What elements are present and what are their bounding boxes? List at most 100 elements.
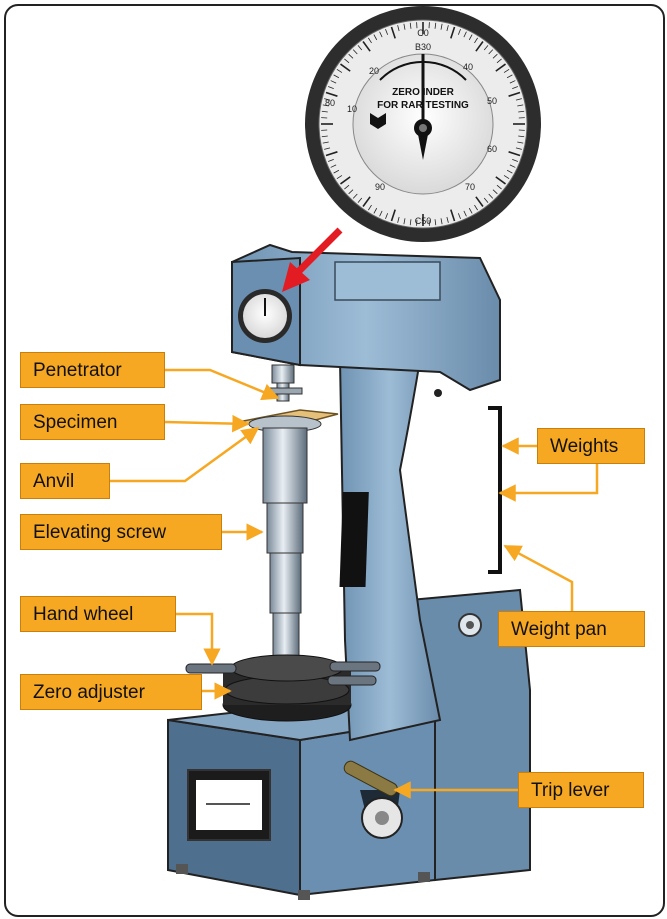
dial-tick [362,196,371,207]
label-hand-wheel: Hand wheel [20,596,176,632]
dial-tick [512,158,518,162]
dial-number-10: 10 [347,104,357,114]
dial-tick [403,218,406,225]
dial-tick [340,63,351,72]
weight-hanger [488,406,502,574]
dial-tick [434,22,437,29]
dial-tick [506,169,513,174]
leader-lines [110,368,599,799]
dial-tick [512,86,518,90]
dial-tick [352,49,358,55]
dial-tick [495,63,506,72]
dial-tick [390,26,396,39]
dial-tick [468,34,473,41]
label-elevating-screw: Elevating screw [20,514,222,550]
dial-tick [379,210,383,217]
dial-number-40: 40 [463,62,473,72]
dial-tick [457,213,461,219]
label-trip-lever: Trip lever [518,772,644,808]
dial-tick [352,193,358,199]
dial-tick [322,141,329,144]
dial-c0-label: C0 [417,28,429,38]
label-specimen: Specimen [20,404,165,440]
dial-tick [503,69,510,73]
dial-tick [509,80,516,84]
dial-tick [409,219,412,226]
dial-tick [379,31,383,38]
dial-tick [409,22,412,29]
dial-tick [474,37,478,44]
dial-tick [468,207,473,214]
penetrator-assembly [265,364,303,402]
dial-b30-label: B30 [415,42,431,52]
dial-tick [357,197,363,203]
lower-body [409,588,531,882]
dial-tick [518,110,525,113]
dial-tick [324,147,331,150]
dial-tick [450,26,456,39]
dial-tick [321,135,328,138]
dial-tick [336,69,343,73]
elevating-screw-column [262,427,308,662]
dial-tick [325,151,338,157]
dial-number-50: 50 [487,96,497,106]
dial-tick [328,158,334,162]
dial-tick [397,216,400,223]
dial-tick [496,184,502,190]
dial-tick [488,193,494,199]
dial-tick [368,204,372,211]
dial-tick [517,141,524,144]
dial-tick [440,218,443,225]
dial-tick [446,25,449,32]
dial-c50-label: C50 [415,216,432,226]
dial-tick [434,219,437,226]
dial-gauge-enlarged: ZERO INDER FOR RAR TESTING C0 B30 C50 10… [305,6,541,242]
dial-tick [324,98,331,101]
dial-tick [475,196,484,207]
dial-tick [517,104,524,107]
dial-tick [344,184,350,190]
dial-tick [373,34,378,41]
dial-tick [390,209,396,222]
label-weight-pan: Weight pan [498,611,645,647]
dial-tick [368,37,372,44]
dial-tick [330,164,337,168]
dial-tick [506,74,513,79]
dial-number-60: 60 [487,144,497,154]
dial-tick [446,216,449,223]
dial-tick [515,98,522,101]
label-penetrator: Penetrator [20,352,165,388]
dial-tick [503,175,510,179]
dial-tick [333,74,340,79]
dial-tick [357,45,363,51]
dial-number-90: 90 [375,182,385,192]
dial-tick [509,164,516,168]
dial-tick [508,151,521,157]
upright-column [338,359,442,742]
dial-tick [397,25,400,32]
hand-wheel [185,654,381,722]
dial-tick [463,31,467,38]
dial-tick [483,45,489,51]
dial-tick [385,213,389,219]
dial-tick [344,58,350,64]
dial-tick [495,176,506,185]
dial-tick [475,41,484,52]
dial-tick [325,91,338,97]
dial-text-line1: ZERO INDER [392,87,454,98]
dial-tick [492,189,498,195]
dial-tick [385,29,389,35]
dial-tick [440,23,443,30]
dial-tick [463,210,467,217]
dial-tick [328,86,334,90]
dial-tick [488,49,494,55]
dial-tick [321,110,328,113]
dial-tick [348,189,354,195]
dial-tick [330,80,337,84]
dial-tick [322,104,329,107]
dial-tick [373,207,378,214]
dial-tick [518,135,525,138]
dial-tick [457,29,461,35]
dial-text-line2: FOR RAR TESTING [377,100,469,111]
